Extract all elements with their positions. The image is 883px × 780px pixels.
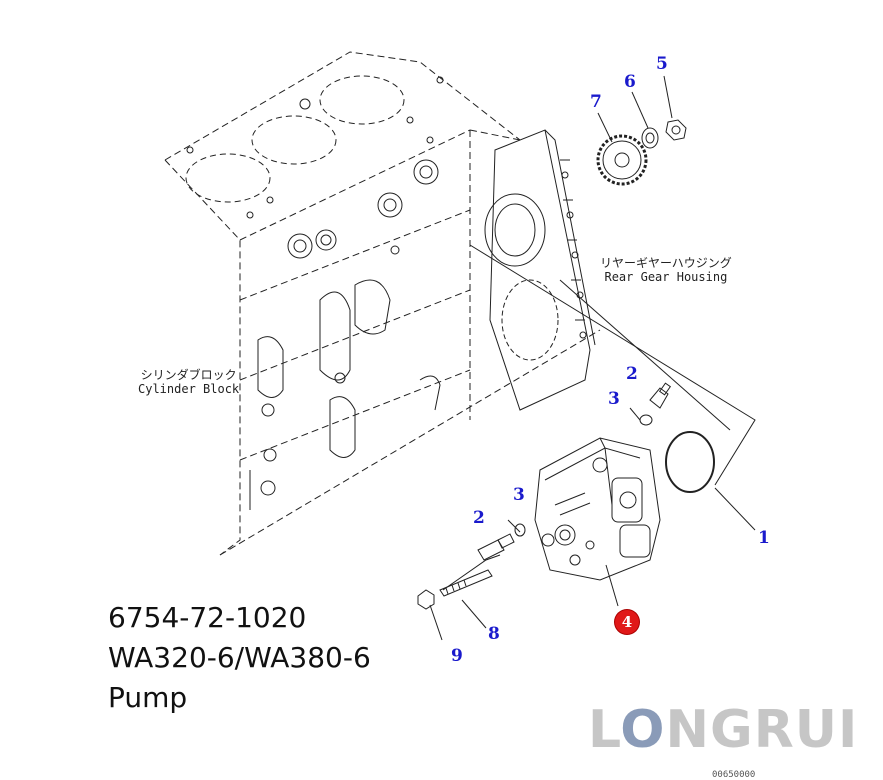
o-ring-3-left bbox=[514, 523, 526, 537]
cylinder-block bbox=[164, 51, 601, 556]
rear-gear-housing-en: Rear Gear Housing bbox=[604, 270, 728, 284]
cylinder-block-en: Cylinder Block bbox=[138, 382, 240, 396]
fitting-2-top bbox=[649, 382, 672, 409]
callout-3-left: 3 bbox=[513, 485, 525, 505]
callout-7: 7 bbox=[590, 92, 602, 112]
cylinder-block-jp: シリンダブロック bbox=[140, 368, 237, 382]
callout-2-top: 2 bbox=[626, 364, 638, 384]
callout-1: 1 bbox=[758, 528, 770, 548]
callout-8: 8 bbox=[488, 624, 500, 644]
callout-5: 5 bbox=[656, 54, 668, 74]
stud-8 bbox=[439, 569, 493, 597]
longrui-logo: LONGRUI bbox=[588, 700, 859, 760]
leader-lines bbox=[429, 75, 756, 641]
callout-2-left: 2 bbox=[473, 508, 485, 528]
part-name: Pump bbox=[108, 681, 188, 714]
rear-gear-housing-jp: リヤーギヤーハウジング bbox=[600, 256, 732, 270]
gear-7 bbox=[596, 134, 648, 186]
nut-9 bbox=[417, 589, 435, 610]
washer-6 bbox=[641, 127, 659, 149]
footer-code: 00650000 bbox=[712, 770, 756, 780]
part-number: 6754-72-1020 bbox=[108, 601, 307, 634]
cylinder-bores bbox=[185, 75, 405, 203]
machine-models: WA320-6/WA380-6 bbox=[108, 641, 371, 674]
callout-4-highlighted: 4 bbox=[615, 610, 639, 634]
o-ring-1 bbox=[665, 431, 715, 493]
callout-6: 6 bbox=[624, 72, 636, 92]
callout-3-top: 3 bbox=[608, 389, 620, 409]
callout-9: 9 bbox=[451, 646, 463, 666]
pump-4 bbox=[534, 437, 661, 581]
block-details bbox=[186, 76, 444, 510]
fitting-2-left bbox=[477, 533, 515, 561]
nut-5 bbox=[665, 119, 687, 141]
rear-gear-housing bbox=[484, 129, 596, 411]
o-ring-3-top bbox=[639, 414, 653, 426]
